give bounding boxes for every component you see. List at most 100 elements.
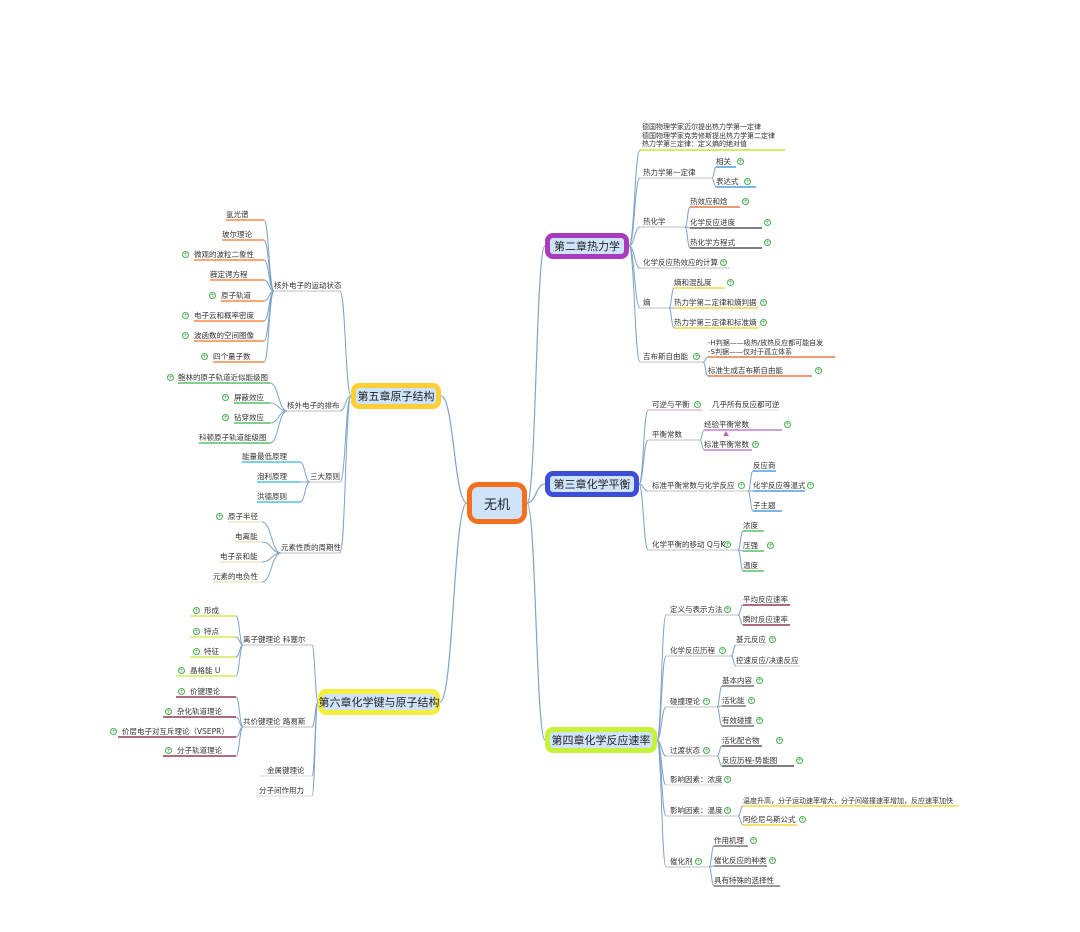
node-gibbs[interactable]: 吉布斯自由能 <box>643 352 688 362</box>
node-first-law[interactable]: 热力学第一定律 <box>643 168 696 178</box>
node-periodicity[interactable]: 元素性质的周期性 <box>281 543 341 553</box>
node-cotton-diagram[interactable]: 科顿原子轨道能级图 <box>199 433 267 443</box>
node-entropy-disorder[interactable]: 熵和混乱度 <box>674 278 712 288</box>
node-bohr-theory[interactable]: 玻尔理论 <box>222 230 252 240</box>
node-features[interactable]: 特征 <box>204 647 219 657</box>
expand-icon[interactable]: + <box>756 717 763 724</box>
node-vsepr[interactable]: 价层电子对互斥理论（VSEPR） <box>122 727 229 737</box>
expand-icon[interactable]: + <box>167 374 174 381</box>
expand-icon[interactable]: + <box>193 628 200 635</box>
node-instant-rate[interactable]: 瞬时反应速率 <box>743 615 788 625</box>
node-hund[interactable]: 洪德原则 <box>257 492 287 502</box>
node-lowest-energy[interactable]: 能量最低原理 <box>242 452 287 462</box>
node-activation-energy[interactable]: 活化能 <box>722 696 745 706</box>
node-energy-diagram[interactable]: 反应历程-势能图 <box>722 756 777 766</box>
node-valence-bond[interactable]: 价键理论 <box>190 687 220 697</box>
expand-icon[interactable]: + <box>719 647 726 654</box>
expand-icon[interactable]: + <box>193 607 200 614</box>
branch-reaction-rate[interactable]: 第四章化学反应速率 <box>545 727 657 753</box>
node-catalysis-types[interactable]: 催化反应的种类 <box>714 856 767 866</box>
node-elementary-reaction[interactable]: 基元反应 <box>736 635 766 645</box>
node-shielding[interactable]: 屏蔽效应 <box>234 393 264 403</box>
node-hybrid-orbital[interactable]: 杂化轨道理论 <box>177 707 222 717</box>
node-molecular-orbital[interactable]: 分子轨道理论 <box>177 746 222 756</box>
expand-icon[interactable]: + <box>738 482 745 489</box>
node-standard-reaction[interactable]: 标准平衡常数与化学反应 <box>652 481 735 491</box>
node-second-law-entropy[interactable]: 热力学第二定律和熵判据 <box>674 298 757 308</box>
node-mechanism[interactable]: 作用机理 <box>714 836 744 846</box>
node-thermo-equation[interactable]: 热化学方程式 <box>690 238 735 248</box>
expand-icon[interactable]: + <box>727 279 734 286</box>
node-wave-particle[interactable]: 微观的波粒二象性 <box>194 250 254 260</box>
node-intermolecular[interactable]: 分子间作用力 <box>259 786 304 796</box>
expand-icon[interactable]: + <box>760 299 767 306</box>
node-equilibrium-constant[interactable]: 平衡常数 <box>652 430 682 440</box>
node-collision-theory[interactable]: 碰撞理论 <box>670 697 700 707</box>
branch-chemical-equilibrium[interactable]: 第三章化学平衡 <box>545 471 639 497</box>
expand-icon[interactable]: + <box>769 857 776 864</box>
node-electron-motion[interactable]: 核外电子的运动状态 <box>274 281 342 291</box>
expand-icon[interactable]: + <box>764 219 771 226</box>
node-catalyst[interactable]: 催化剂 <box>670 857 693 867</box>
node-ionic-theory[interactable]: 离子键理论 科塞尔 <box>243 635 305 645</box>
expand-icon[interactable]: + <box>165 747 172 754</box>
node-effective-collision[interactable]: 有效碰撞 <box>722 716 752 726</box>
expand-icon[interactable]: + <box>720 259 727 266</box>
expand-icon[interactable]: + <box>695 858 702 865</box>
expand-icon[interactable]: + <box>724 606 731 613</box>
node-pressure[interactable]: 压强 <box>743 541 758 551</box>
node-atomic-radius[interactable]: 原子半径 <box>228 512 258 522</box>
node-related[interactable]: 相关 <box>716 157 731 167</box>
expand-icon[interactable]: + <box>178 667 185 674</box>
expand-icon[interactable]: + <box>209 292 216 299</box>
expand-icon[interactable]: + <box>724 541 731 548</box>
expand-icon[interactable]: + <box>178 688 185 695</box>
expand-icon[interactable]: + <box>703 698 710 705</box>
expand-icon[interactable]: + <box>222 414 229 421</box>
node-quantum-numbers[interactable]: 四个量子数 <box>213 352 251 362</box>
node-temperature[interactable]: 温度 <box>743 561 758 571</box>
node-factor-temperature[interactable]: 影响因素：温度 <box>670 806 723 816</box>
expand-icon[interactable]: + <box>764 239 771 246</box>
node-metallic-bond[interactable]: 金属键理论 <box>267 766 305 776</box>
root-node[interactable]: 无机 <box>467 482 527 524</box>
node-three-principles[interactable]: 三大原则 <box>310 472 340 482</box>
node-pauli[interactable]: 泡利原理 <box>257 472 287 482</box>
node-expression[interactable]: 表达式 <box>716 177 739 187</box>
expand-icon[interactable]: + <box>182 312 189 319</box>
expand-icon[interactable]: + <box>756 677 763 684</box>
node-pauling-diagram[interactable]: 鲍林的原子轨道近似能级图 <box>178 373 268 383</box>
expand-icon[interactable]: + <box>724 807 731 814</box>
node-heat-calc[interactable]: 化学反应热效应的计算 <box>643 258 718 268</box>
node-equilibrium-shift[interactable]: 化学平衡的移动 Q与K <box>652 540 725 550</box>
thermo-laws-note[interactable]: 德国物理学家迈尔提出热力学第一定律 德国物理学家克劳修斯提出热力学第二定律 热力… <box>642 123 775 149</box>
expand-icon[interactable]: + <box>807 482 814 489</box>
node-lattice-energy[interactable]: 晶格能 U <box>190 666 220 676</box>
expand-icon[interactable]: + <box>193 648 200 655</box>
expand-icon[interactable]: + <box>201 353 208 360</box>
expand-icon[interactable]: + <box>737 158 744 165</box>
expand-icon[interactable]: + <box>165 708 172 715</box>
node-characteristics[interactable]: 特点 <box>204 627 219 637</box>
node-subtopic[interactable]: 子主题 <box>753 501 776 511</box>
expand-icon[interactable]: + <box>815 367 822 374</box>
node-hydrogen-spectrum[interactable]: 氢光谱 <box>226 210 249 220</box>
node-penetration[interactable]: 钻穿效应 <box>234 413 264 423</box>
node-reversible-note[interactable]: 几乎所有反应都可逆 <box>712 400 780 410</box>
expand-icon[interactable]: + <box>748 697 755 704</box>
node-ionization[interactable]: 电离能 <box>235 532 258 542</box>
expand-icon[interactable]: + <box>744 178 751 185</box>
node-basic-content[interactable]: 基本内容 <box>722 676 752 686</box>
expand-icon[interactable]: + <box>799 816 806 823</box>
expand-icon[interactable]: + <box>767 542 774 549</box>
expand-icon[interactable]: + <box>703 747 710 754</box>
node-gibbs-criteria[interactable]: -H判据——吸热/放热反应都可能自发 -S判据——仅对于孤立体系 <box>708 339 823 356</box>
node-concentration[interactable]: 浓度 <box>743 521 758 531</box>
expand-icon[interactable]: + <box>694 401 701 408</box>
node-gibbs-standard[interactable]: 标准生成吉布斯自由能 <box>708 366 783 376</box>
node-schrodinger[interactable]: 薛定谔方程 <box>210 270 248 280</box>
node-electron-affinity[interactable]: 电子亲和能 <box>220 552 258 562</box>
node-factor-concentration[interactable]: 影响因素：浓度 <box>670 775 723 785</box>
node-empirical-constant[interactable]: 经验平衡常数 <box>704 420 749 430</box>
expand-icon[interactable]: + <box>182 251 189 258</box>
